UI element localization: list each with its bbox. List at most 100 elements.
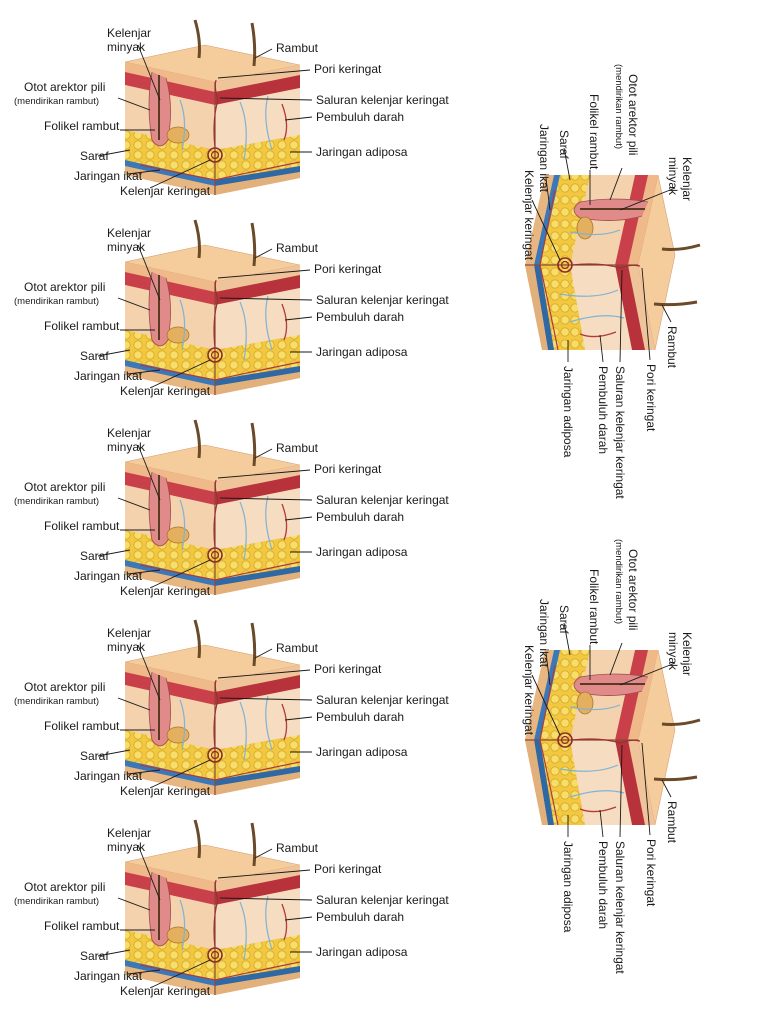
label-leader-lines — [531, 147, 676, 363]
label-folikel-rambut: Folikel rambut — [587, 569, 601, 645]
label-mendirikan-rambut: (mendirikan rambut) — [14, 296, 99, 307]
label-jaringan-ikat: Jaringan ikat — [74, 369, 143, 383]
label-jaringan-ikat: Jaringan ikat — [74, 169, 143, 183]
label-pori-keringat: Pori keringat — [314, 662, 382, 676]
label-pori-keringat: Pori keringat — [314, 62, 382, 76]
label-pembuluh-darah: Pembuluh darah — [316, 110, 404, 124]
label-otot-arektor-pili: Otot arektor pili — [24, 80, 105, 94]
label-saraf: Saraf — [80, 949, 109, 963]
label-rambut: Rambut — [665, 801, 679, 844]
label-jaringan-ikat: Jaringan ikat — [537, 599, 551, 668]
skin-diagram-2: Kelenjar minyak Otot arektor pili (mendi… — [14, 218, 449, 398]
label-rambut: Rambut — [276, 241, 319, 255]
label-jaringan-adiposa: Jaringan adiposa — [316, 745, 408, 759]
label-jaringan-adiposa: Jaringan adiposa — [316, 945, 408, 959]
label-jaringan-ikat: Jaringan ikat — [74, 769, 143, 783]
label-mendirikan-rambut: (mendirikan rambut) — [14, 696, 99, 707]
label-saraf: Saraf — [80, 549, 109, 563]
label-otot-arektor-pili: Otot arektor pili — [24, 680, 105, 694]
skin-diagram-rotated-1: Kelenjar minyak Otot arektor pili (mendi… — [522, 64, 702, 499]
label-leader-lines — [97, 244, 313, 389]
label-kelenjar-keringat: Kelenjar keringat — [522, 170, 536, 261]
label-mendirikan-rambut: (mendirikan rambut) — [14, 496, 99, 507]
label-pembuluh-darah: Pembuluh darah — [316, 310, 404, 324]
label-saraf: Saraf — [557, 130, 571, 159]
label-otot-arektor-pili: Otot arektor pili — [626, 549, 640, 630]
skin-diagram-5: Kelenjar minyak Otot arektor pili (mendi… — [14, 818, 449, 998]
skin-diagram-4: Kelenjar minyak Otot arektor pili (mendi… — [14, 618, 449, 798]
label-rambut: Rambut — [276, 41, 319, 55]
label-kelenjar-minyak-2: minyak — [107, 840, 146, 854]
label-mendirikan-rambut: (mendirikan rambut) — [613, 539, 624, 624]
label-pori-keringat: Pori keringat — [314, 262, 382, 276]
label-pembuluh-darah: Pembuluh darah — [316, 510, 404, 524]
label-folikel-rambut: Folikel rambut — [44, 519, 120, 533]
label-jaringan-ikat: Jaringan ikat — [74, 569, 143, 583]
label-pembuluh-darah: Pembuluh darah — [596, 366, 610, 454]
label-saluran-kelenjar-keringat: Saluran kelenjar keringat — [316, 693, 449, 707]
label-jaringan-ikat: Jaringan ikat — [74, 969, 143, 983]
label-otot-arektor-pili: Otot arektor pili — [626, 74, 640, 155]
label-pembuluh-darah: Pembuluh darah — [316, 910, 404, 924]
label-kelenjar-minyak-1: Kelenjar — [107, 626, 151, 640]
label-rambut: Rambut — [276, 641, 319, 655]
label-kelenjar-minyak-2: minyak — [107, 640, 146, 654]
label-saluran-kelenjar-keringat: Saluran kelenjar keringat — [316, 493, 449, 507]
label-kelenjar-minyak-2: minyak — [107, 240, 146, 254]
label-jaringan-adiposa: Jaringan adiposa — [316, 545, 408, 559]
label-kelenjar-keringat: Kelenjar keringat — [120, 984, 211, 998]
label-otot-arektor-pili: Otot arektor pili — [24, 880, 105, 894]
label-rambut: Rambut — [276, 441, 319, 455]
label-rambut: Rambut — [665, 326, 679, 369]
skin-diagram-1: Kelenjar minyak Otot arektor pili (mendi… — [14, 18, 449, 198]
label-folikel-rambut: Folikel rambut — [587, 94, 601, 170]
label-kelenjar-minyak-1: Kelenjar — [680, 157, 694, 201]
label-leader-lines — [97, 644, 313, 789]
label-mendirikan-rambut: (mendirikan rambut) — [14, 896, 99, 907]
label-saraf: Saraf — [80, 749, 109, 763]
label-kelenjar-keringat: Kelenjar keringat — [120, 384, 211, 398]
label-pembuluh-darah: Pembuluh darah — [316, 710, 404, 724]
skin-diagram-3: Kelenjar minyak Otot arektor pili (mendi… — [14, 418, 449, 598]
label-jaringan-adiposa: Jaringan adiposa — [316, 345, 408, 359]
skin-cross-section-illustration — [123, 18, 302, 197]
label-kelenjar-keringat: Kelenjar keringat — [120, 184, 211, 198]
skin-cross-section-illustration — [123, 418, 302, 597]
label-pori-keringat: Pori keringat — [314, 462, 382, 476]
skin-cross-section-illustration — [523, 173, 702, 352]
label-kelenjar-minyak-2: minyak — [666, 157, 680, 196]
label-kelenjar-minyak-1: Kelenjar — [107, 226, 151, 240]
label-pembuluh-darah: Pembuluh darah — [596, 841, 610, 929]
skin-cross-section-illustration — [123, 618, 302, 797]
label-saraf: Saraf — [557, 605, 571, 634]
label-kelenjar-minyak-2: minyak — [107, 440, 146, 454]
label-kelenjar-keringat: Kelenjar keringat — [120, 584, 211, 598]
label-saluran-kelenjar-keringat: Saluran kelenjar keringat — [316, 93, 449, 107]
label-kelenjar-minyak-1: Kelenjar — [107, 26, 151, 40]
label-saluran-kelenjar-keringat: Saluran kelenjar keringat — [613, 841, 627, 974]
skin-cross-section-illustration — [123, 818, 302, 997]
label-leader-lines — [97, 44, 313, 189]
label-kelenjar-minyak-2: minyak — [666, 632, 680, 671]
label-pori-keringat: Pori keringat — [314, 862, 382, 876]
label-otot-arektor-pili: Otot arektor pili — [24, 480, 105, 494]
label-jaringan-ikat: Jaringan ikat — [537, 124, 551, 193]
label-kelenjar-minyak-1: Kelenjar — [680, 632, 694, 676]
label-rambut: Rambut — [276, 841, 319, 855]
label-leader-lines — [97, 444, 313, 589]
label-mendirikan-rambut: (mendirikan rambut) — [613, 64, 624, 149]
skin-diagram-rotated-2: Kelenjar minyak Otot arektor pili (mendi… — [522, 539, 702, 974]
label-kelenjar-minyak-2: minyak — [107, 40, 146, 54]
skin-cross-section-illustration — [123, 218, 302, 397]
label-saraf: Saraf — [80, 349, 109, 363]
label-leader-lines — [97, 844, 313, 989]
label-kelenjar-keringat: Kelenjar keringat — [120, 784, 211, 798]
label-kelenjar-minyak-1: Kelenjar — [107, 826, 151, 840]
label-folikel-rambut: Folikel rambut — [44, 919, 120, 933]
label-folikel-rambut: Folikel rambut — [44, 119, 120, 133]
label-saluran-kelenjar-keringat: Saluran kelenjar keringat — [613, 366, 627, 499]
label-jaringan-adiposa: Jaringan adiposa — [316, 145, 408, 159]
label-folikel-rambut: Folikel rambut — [44, 719, 120, 733]
label-kelenjar-minyak-1: Kelenjar — [107, 426, 151, 440]
